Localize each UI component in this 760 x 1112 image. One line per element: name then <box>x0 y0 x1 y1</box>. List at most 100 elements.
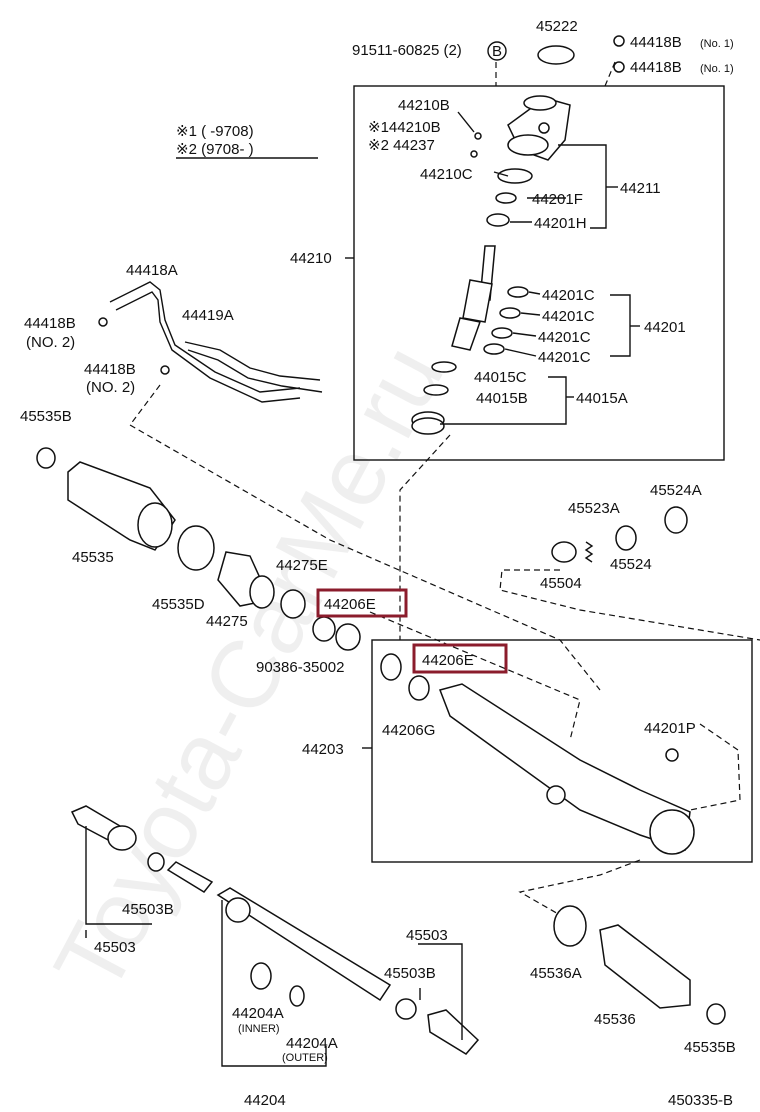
diagram-code: 450335-B <box>668 1092 733 1109</box>
label-44418B-no1-a: 44418B <box>630 34 682 51</box>
ring-45535D[interactable] <box>177 525 215 571</box>
label-44210: 44210 <box>290 250 332 267</box>
bolt-44418B-no1-a[interactable] <box>613 35 625 47</box>
bolt-44418B-no2-b[interactable] <box>160 365 170 375</box>
note-no1-b: (No. 1) <box>700 63 734 75</box>
seal-44201C-2[interactable] <box>499 307 521 319</box>
label-45222: 45222 <box>536 18 578 35</box>
boot-45535[interactable] <box>67 461 176 551</box>
seal-44201C-4[interactable] <box>483 343 505 355</box>
label-44206E-right: 44206E <box>422 652 474 669</box>
label-44204A-inner: 44204A <box>232 1005 284 1022</box>
label-45535B-top: 45535B <box>20 408 72 425</box>
label-44418A: 44418A <box>126 262 178 279</box>
label-44237: ※2 44237 <box>368 137 435 154</box>
label-44203: 44203 <box>302 741 344 758</box>
label-45535B-bottom: 45535B <box>684 1039 736 1056</box>
label-44419A: 44419A <box>182 307 234 324</box>
pinion-shaft-part[interactable] <box>451 245 496 351</box>
label-90386: 90386-35002 <box>256 659 344 676</box>
oring-44275E[interactable] <box>280 589 306 619</box>
valve-assembly-box <box>353 85 725 461</box>
nut-45524A[interactable] <box>664 506 688 534</box>
rack-housing-44203[interactable] <box>439 683 695 855</box>
washer-44204A-outer[interactable] <box>289 985 305 1007</box>
bolt-44418B-no1-b[interactable] <box>613 61 625 73</box>
bolt-44210B[interactable] <box>474 132 482 140</box>
seal-44201C-3[interactable] <box>491 327 513 339</box>
yoke-45524[interactable] <box>615 525 637 551</box>
bolt-44237[interactable] <box>470 150 478 158</box>
label-44418B-no1-b: 44418B <box>630 59 682 76</box>
label-44204A-outer: 44204A <box>286 1035 338 1052</box>
seal-44206E-right[interactable] <box>380 653 402 681</box>
label-44015C: 44015C <box>474 369 527 386</box>
seal-44201C-1[interactable] <box>507 286 529 298</box>
label-44201C-4: 44201C <box>538 349 591 366</box>
label-45524A: 45524A <box>650 482 702 499</box>
valve-housing-part[interactable] <box>507 95 571 161</box>
boot-45536[interactable] <box>599 924 691 1009</box>
note-no2-b: (NO. 2) <box>86 379 135 396</box>
label-44275: 44275 <box>206 613 248 630</box>
highlight-44206E-left <box>316 588 408 618</box>
ring-44015B[interactable] <box>423 384 449 396</box>
label-144210B: ※144210B <box>368 119 441 136</box>
label-45536A: 45536A <box>530 965 582 982</box>
label-44206E-left: 44206E <box>324 596 376 613</box>
spring-45523A[interactable] <box>584 541 594 563</box>
label-45503B-right: 45503B <box>384 965 436 982</box>
label-44015A: 44015A <box>576 390 628 407</box>
label-44201C-3: 44201C <box>538 329 591 346</box>
label-44275E: 44275E <box>276 557 328 574</box>
label-44201C-1: 44201C <box>542 287 595 304</box>
label-45536: 45536 <box>594 1011 636 1028</box>
seal-44201F[interactable] <box>495 192 517 204</box>
tie-rod-end-45503-left[interactable] <box>70 805 137 851</box>
clamp-45535B-bottom[interactable] <box>706 1003 726 1025</box>
bearing-44015A[interactable] <box>411 411 445 435</box>
label-44206G: 44206G <box>382 722 435 739</box>
legend-line-1: ※1 ( -9708) <box>176 123 254 140</box>
label-44201P: 44201P <box>644 720 696 737</box>
part-labels: 45222 91511-60825 (2) B 44418B (No. 1) 4… <box>20 18 736 1109</box>
oring-44210C[interactable] <box>497 168 533 184</box>
nut-45503B-left[interactable] <box>147 852 165 872</box>
label-45524: 45524 <box>610 556 652 573</box>
label-44201F: 44201F <box>532 191 583 208</box>
pressure-tubes-part[interactable] <box>109 281 323 403</box>
ring-44015C[interactable] <box>431 361 457 373</box>
label-44210B: 44210B <box>398 97 450 114</box>
seal-44201H[interactable] <box>486 213 510 227</box>
label-45523A: 45523A <box>568 500 620 517</box>
note-no1-a: (No. 1) <box>700 38 734 50</box>
label-45503-right: 45503 <box>406 927 448 944</box>
label-44204: 44204 <box>244 1092 286 1109</box>
label-45504: 45504 <box>540 575 582 592</box>
legend: ※1 ( -9708) ※2 (9708- ) <box>176 123 318 159</box>
note-no2-a: (NO. 2) <box>26 334 75 351</box>
label-44211: 44211 <box>620 180 661 197</box>
clamp-45535B-top[interactable] <box>36 447 56 469</box>
bushing-44275[interactable] <box>217 551 275 609</box>
washer-44204A-inner[interactable] <box>250 962 272 990</box>
tie-rod-end-45503-right[interactable] <box>427 1009 480 1055</box>
nut-45503B-right[interactable] <box>395 998 417 1020</box>
label-44418B-no2-b: 44418B <box>84 361 136 378</box>
plug-44201P[interactable] <box>665 748 679 762</box>
boot-clip[interactable] <box>166 861 214 893</box>
seal-90386[interactable] <box>312 616 336 642</box>
bolt-44418B-no2-a[interactable] <box>98 317 108 327</box>
seal-44206G[interactable] <box>408 675 430 701</box>
legend-line-2: ※2 (9708- ) <box>176 141 254 158</box>
label-44201C-2: 44201C <box>542 308 595 325</box>
label-45503B-left: 45503B <box>122 901 174 918</box>
cover-45222[interactable] <box>537 45 575 65</box>
clamp-45536A[interactable] <box>553 905 587 947</box>
cap-45504[interactable] <box>551 541 577 563</box>
label-44418B-no2-a: 44418B <box>24 315 76 332</box>
rack-end-44204[interactable] <box>216 887 392 1002</box>
note-outer: (OUTER) <box>282 1052 328 1064</box>
seal-44206E-left[interactable] <box>335 623 361 651</box>
